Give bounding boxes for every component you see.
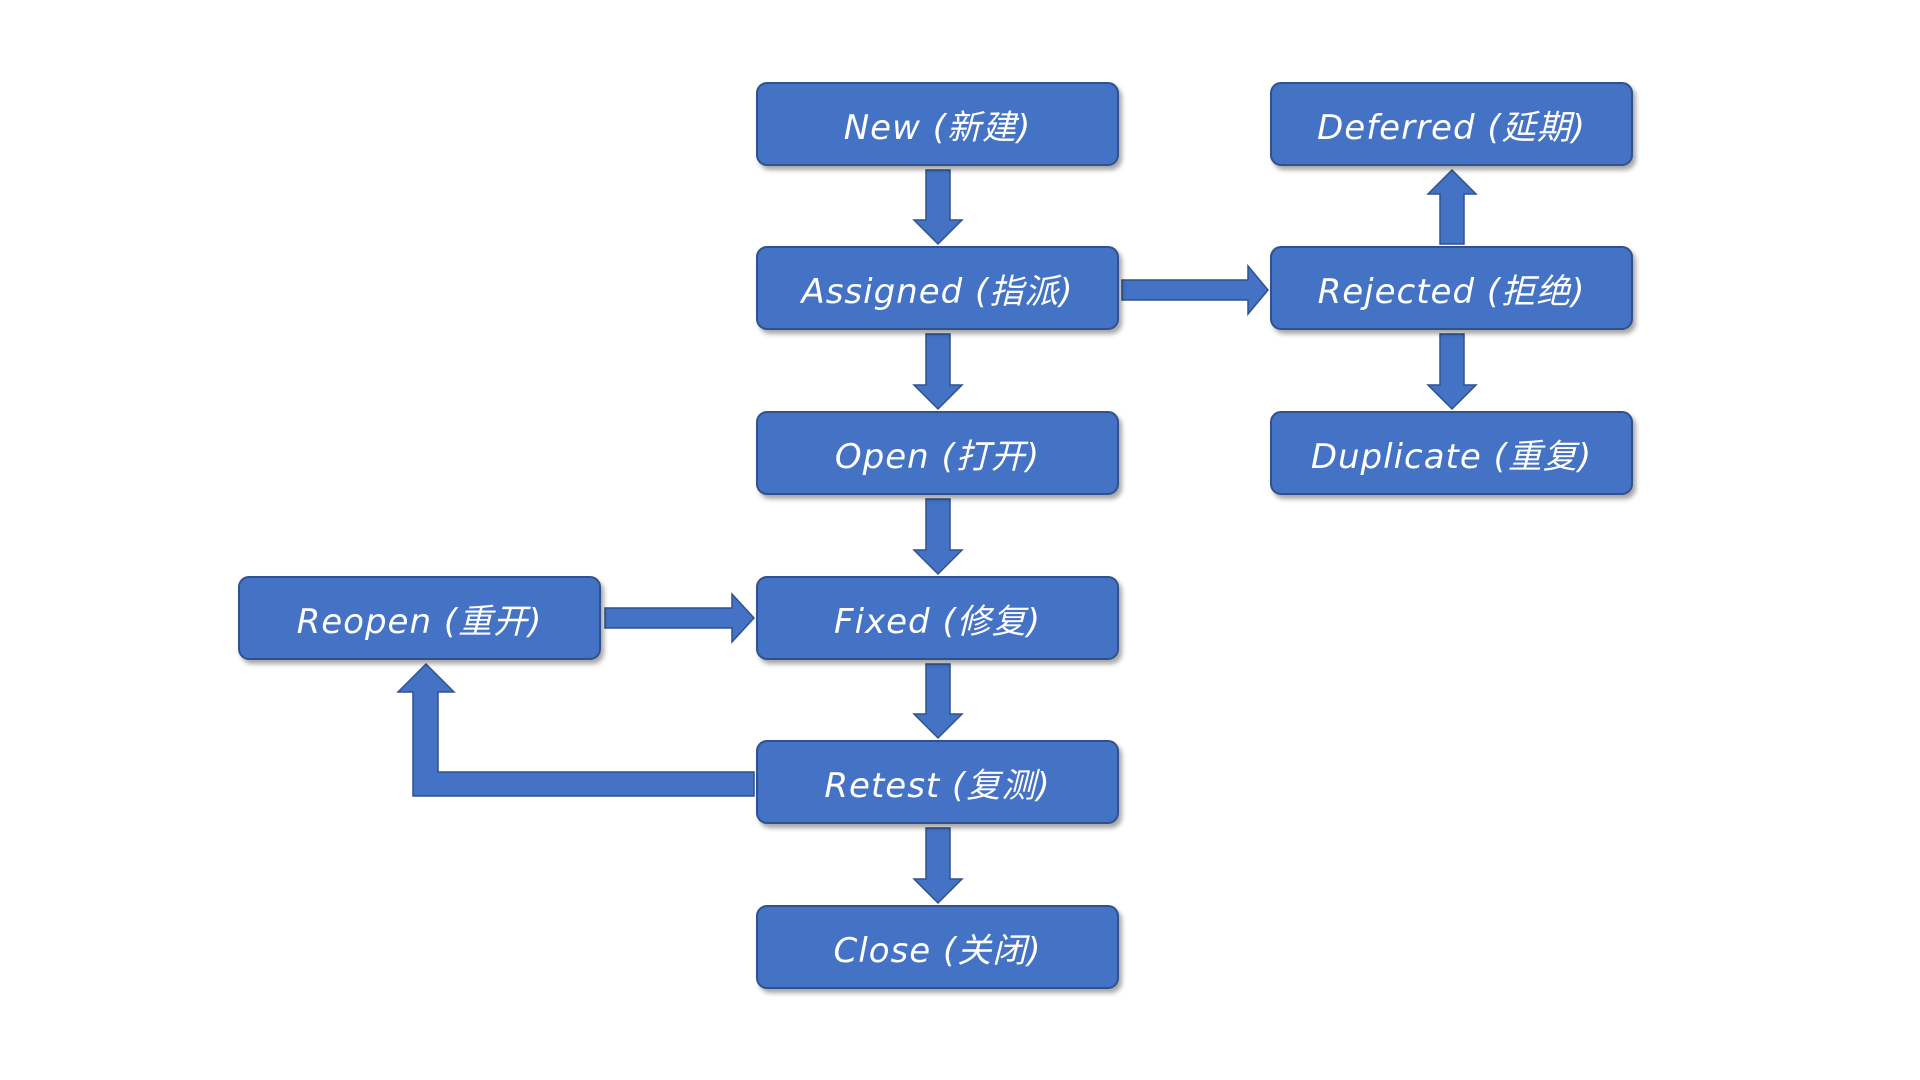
state-deferred: Deferred (延期) (1270, 82, 1633, 166)
state-assigned: Assigned (指派) (756, 246, 1119, 330)
state-reopen: Reopen (重开) (238, 576, 601, 660)
state-retest: Retest (复测) (756, 740, 1119, 824)
arrow-assigned-to-rejected (1121, 263, 1269, 317)
state-fixed: Fixed (修复) (756, 576, 1119, 660)
arrow-rejected-to-duplicate (1426, 333, 1478, 411)
arrow-open-to-fixed (912, 498, 964, 576)
arrow-reopen-to-fixed (604, 592, 756, 644)
state-close: Close (关闭) (756, 905, 1119, 989)
arrow-assigned-to-open (912, 333, 964, 411)
arrow-new-to-assigned (912, 169, 964, 246)
arrow-retest-to-reopen (396, 662, 755, 797)
arrow-fixed-to-retest (912, 663, 964, 740)
state-rejected: Rejected (拒绝) (1270, 246, 1633, 330)
state-new: New (新建) (756, 82, 1119, 166)
state-duplicate: Duplicate (重复) (1270, 411, 1633, 495)
arrow-retest-to-close (912, 827, 964, 905)
state-open: Open (打开) (756, 411, 1119, 495)
arrow-rejected-to-deferred (1426, 168, 1478, 245)
